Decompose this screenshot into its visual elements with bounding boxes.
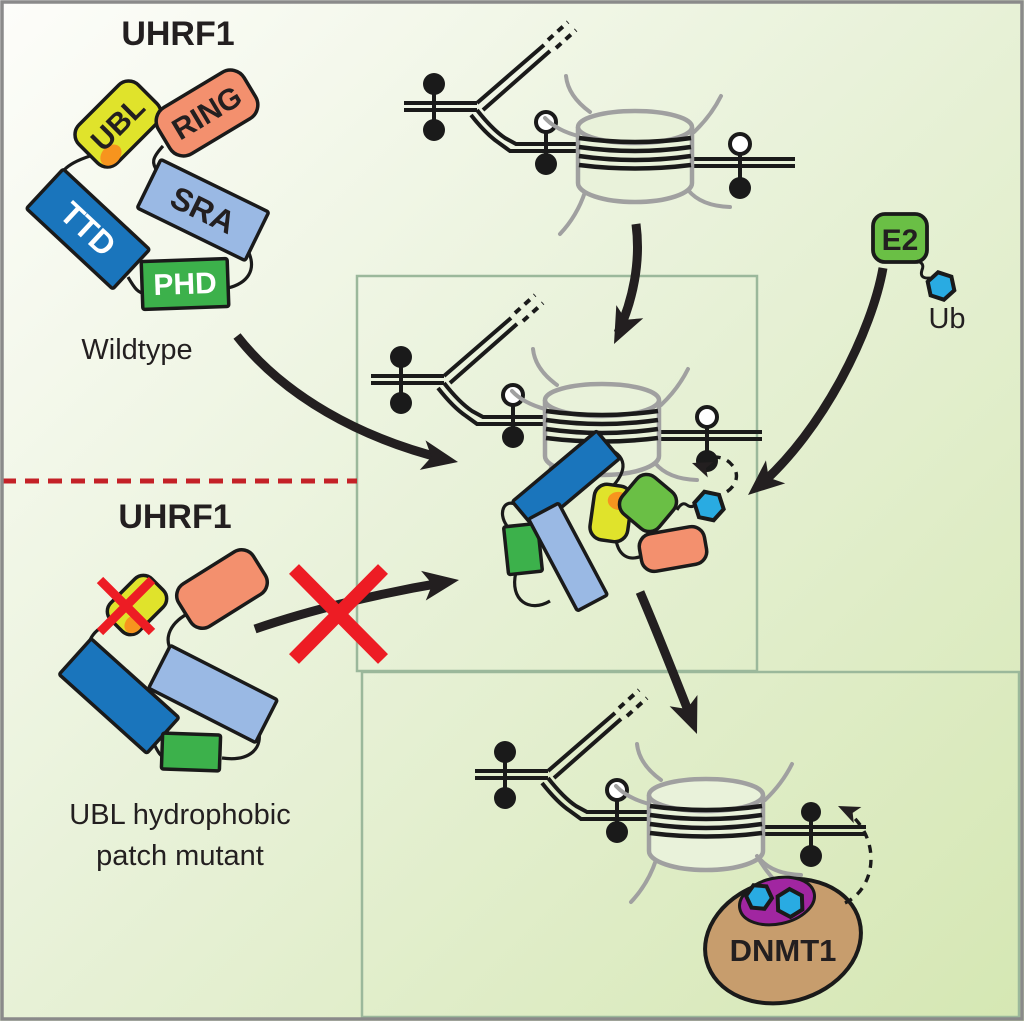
phd-domain (502, 521, 544, 577)
wildtype-caption: Wildtype (81, 334, 192, 366)
arrow-wildtype-to-complex (233, 333, 461, 477)
ttd-domain (511, 429, 621, 531)
thioester-squiggle (916, 259, 931, 280)
mutant-caption-line2: patch mutant (96, 840, 264, 872)
svg-text:PHD: PHD (153, 267, 217, 302)
domain-linker (614, 539, 643, 560)
methyl-mark-open (695, 405, 719, 429)
e2-label: E2 (882, 224, 919, 257)
wildtype-title: UHRF1 (121, 15, 234, 53)
sra-domain (527, 502, 609, 612)
domain-linker (513, 571, 551, 608)
ubl-domain-mutated (105, 573, 169, 637)
domain-linker (227, 252, 254, 290)
ub-label: Ub (928, 303, 965, 335)
ubiquitin-hexagon (692, 489, 726, 523)
methylation-arc (834, 797, 873, 905)
mutant-uhrf1-group: UHRF1 UBL hydrophobic patch mutant (58, 498, 291, 872)
ub-transfer-arc (689, 455, 739, 499)
e2-enzyme-docked (617, 472, 679, 534)
arrow-mutant-blocked (253, 564, 462, 664)
substrate-nucleosome (404, 22, 795, 234)
ring-domain (174, 548, 270, 630)
arrow-complex-to-product (635, 590, 711, 740)
e2-ub-group: E2 Ub (871, 212, 966, 335)
mutant-caption-line1: UBL hydrophobic (69, 799, 290, 831)
phd-domain: PHD (139, 256, 231, 312)
sra-domain (147, 644, 279, 744)
complex-nucleosome (371, 295, 762, 507)
bottom-reaction-panel (360, 670, 1021, 1019)
blocked-cross (289, 564, 388, 664)
arrow-e2-to-complex (738, 267, 888, 507)
e2-enzyme-box (871, 212, 929, 264)
mutant-title: UHRF1 (118, 498, 231, 536)
ubiquitin-hexagon (743, 883, 775, 911)
ubiquitin-hexagon (925, 270, 957, 302)
phd-domain (159, 731, 223, 773)
ubl-hydrophobic-patch (100, 144, 122, 166)
dnmt1-label: DNMT1 (730, 933, 837, 968)
dnmt1-group: DNMT1 (703, 875, 863, 1006)
ubiquitin-hexagon (775, 886, 805, 920)
complex-uhrf1-domains (501, 429, 726, 612)
wildtype-uhrf1-group: UHRF1 TTD SRA PHD UBL RING Wildtype (25, 15, 270, 366)
ring-domain (637, 524, 709, 574)
arrow-substrate-to-complex (600, 223, 644, 351)
methyl-mark-filled (801, 802, 821, 822)
ttd-domain: TTD (25, 168, 151, 290)
mutation-cross (96, 576, 156, 636)
methyl-mark-open (728, 132, 752, 156)
